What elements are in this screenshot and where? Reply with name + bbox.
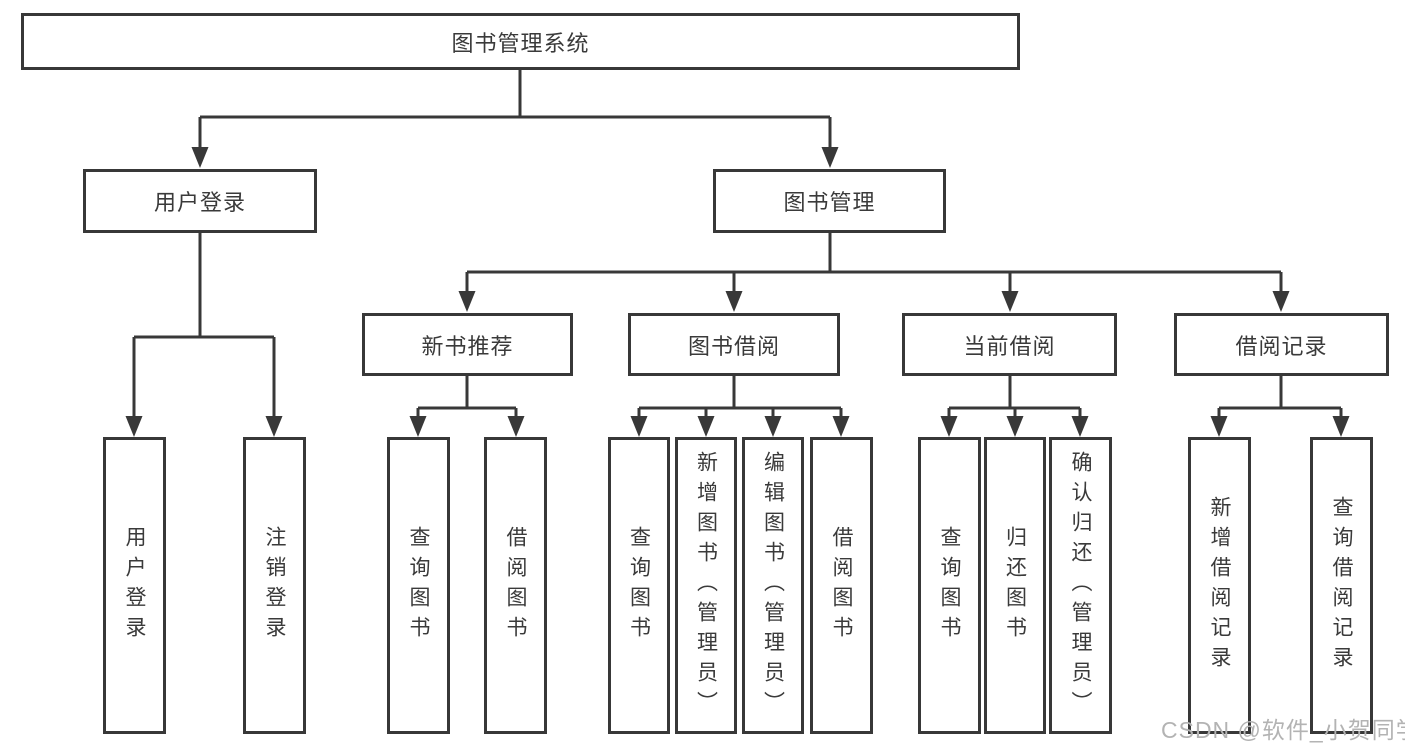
node-root-label: 图书管理系统 <box>451 30 590 56</box>
node-leaf-logout-login-label: 注销登录 <box>263 525 286 646</box>
node-leaf-borrow-books-2-label: 借阅图书 <box>830 525 853 646</box>
node-user-login-label: 用户登录 <box>153 190 246 215</box>
node-leaf-add-books-admin-label: 新增图书（管理员） <box>694 450 718 721</box>
arrowheads <box>125 147 1350 437</box>
node-leaf-return-books: 归还图书 <box>984 437 1046 734</box>
node-leaf-return-books-label: 归还图书 <box>1003 525 1027 646</box>
node-borrow-records-label: 借阅记录 <box>1235 333 1328 359</box>
node-leaf-add-borrow-record-label: 新增借阅记录 <box>1208 495 1231 676</box>
node-leaf-borrow-books-1: 借阅图书 <box>484 437 547 734</box>
node-book-management: 图书管理 <box>713 169 946 233</box>
node-leaf-borrow-books-1-label: 借阅图书 <box>504 525 527 646</box>
node-leaf-query-books-2: 查询图书 <box>608 437 670 734</box>
node-leaf-query-books-2-label: 查询图书 <box>627 525 651 646</box>
node-leaf-logout-login: 注销登录 <box>243 437 306 734</box>
node-leaf-user-login-label: 用户登录 <box>123 525 146 646</box>
node-current-borrow-label: 当前借阅 <box>963 333 1056 359</box>
node-user-login: 用户登录 <box>83 169 317 233</box>
node-leaf-borrow-books-2: 借阅图书 <box>810 437 873 734</box>
node-current-borrow: 当前借阅 <box>902 313 1117 376</box>
node-leaf-edit-books-admin: 编辑图书（管理员） <box>742 437 804 734</box>
node-borrow-records: 借阅记录 <box>1174 313 1389 376</box>
node-leaf-query-books-1: 查询图书 <box>387 437 450 734</box>
node-leaf-confirm-return-admin: 确认归还（管理员） <box>1049 437 1112 734</box>
node-leaf-edit-books-admin-label: 编辑图书（管理员） <box>761 450 785 721</box>
node-leaf-add-borrow-record: 新增借阅记录 <box>1188 437 1251 734</box>
node-root: 图书管理系统 <box>21 13 1020 70</box>
node-leaf-add-books-admin: 新增图书（管理员） <box>675 437 737 734</box>
node-new-book-recommend: 新书推荐 <box>362 313 573 376</box>
node-book-borrow-label: 图书借阅 <box>687 333 780 359</box>
node-leaf-query-borrow-record: 查询借阅记录 <box>1310 437 1373 734</box>
node-leaf-query-books-3: 查询图书 <box>918 437 981 734</box>
node-leaf-query-borrow-record-label: 查询借阅记录 <box>1330 495 1353 676</box>
node-book-borrow: 图书借阅 <box>628 313 840 376</box>
node-leaf-query-books-3-label: 查询图书 <box>938 525 961 646</box>
watermark-text: CSDN @软件_小贺同学 <box>1161 717 1405 743</box>
node-book-management-label: 图书管理 <box>783 190 876 215</box>
node-leaf-query-books-1-label: 查询图书 <box>407 525 430 646</box>
node-new-book-recommend-label: 新书推荐 <box>421 333 514 359</box>
node-leaf-confirm-return-admin-label: 确认归还（管理员） <box>1069 450 1092 721</box>
node-leaf-user-login: 用户登录 <box>103 437 166 734</box>
